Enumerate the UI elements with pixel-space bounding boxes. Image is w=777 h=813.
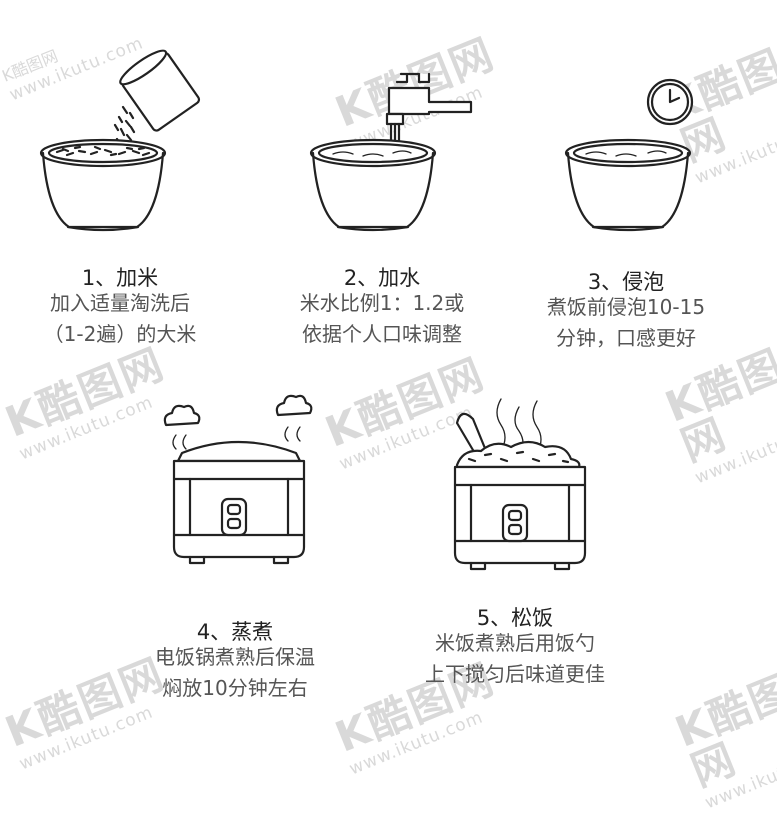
step-5-desc-line-1: 米饭煮熟后用饭勺 (435, 631, 595, 655)
step-3-title: 3、侵泡 (587, 270, 665, 294)
watermark-url: www.ikutu.com (16, 702, 157, 775)
watermark-url: www.ikutu.com (692, 416, 777, 489)
soak-illustration (564, 78, 694, 232)
step-1-desc-line-1: 加入适量淘洗后 (50, 291, 190, 315)
watermark-logo: K酷图网 (658, 340, 777, 471)
step-5-desc-line-2: 上下搅匀后味道更佳 (425, 662, 605, 686)
step-2-desc-line-1: 米水比例1：1.2或 (299, 291, 465, 315)
step-3-desc-line-1: 煮饭前侵泡10-15 (546, 295, 706, 319)
watermark-url: www.ikutu.com (16, 392, 157, 465)
step-3-desc-line-2: 分钟，口感更好 (556, 326, 696, 350)
step-1-title: 1、加米 (81, 266, 159, 290)
step-5-description: 米饭煮熟后用饭勺 上下搅匀后味道更佳 (395, 628, 635, 690)
watermark: K酷图网 www.ikutu.com (668, 662, 777, 813)
fluff-rice-illustration (453, 398, 587, 571)
add-water-illustration (309, 72, 473, 232)
watermark-logo: K酷图网 (668, 665, 777, 796)
step-4-desc-line-2: 焖放10分钟左右 (162, 676, 308, 700)
step-4-description: 电饭锅煮熟后保温 焖放10分钟左右 (115, 642, 355, 704)
watermark-logo: K酷图网 (0, 338, 172, 447)
step-4-title: 4、蒸煮 (196, 620, 274, 644)
step-1-description: 加入适量淘洗后 （1-2遍）的大米 (0, 288, 240, 350)
step-1-desc-line-2: （1-2遍）的大米 (43, 322, 197, 346)
step-3-description: 煮饭前侵泡10-15 分钟，口感更好 (506, 292, 746, 354)
step-4-desc-line-1: 电饭锅煮熟后保温 (155, 645, 315, 669)
watermark: K酷图网 www.ikutu.com (658, 337, 777, 489)
watermark: K酷图网 www.ikutu.com (0, 338, 178, 465)
rice-pour-illustration (39, 49, 201, 232)
watermark-url: www.ikutu.com (346, 707, 487, 780)
step-2-title: 2、加水 (343, 266, 421, 290)
step-2-desc-line-2: 依据个人口味调整 (302, 322, 462, 346)
rice-cooker-illustration (163, 394, 313, 565)
step-5-title: 5、松饭 (476, 606, 554, 630)
step-2-description: 米水比例1：1.2或 依据个人口味调整 (262, 288, 502, 350)
